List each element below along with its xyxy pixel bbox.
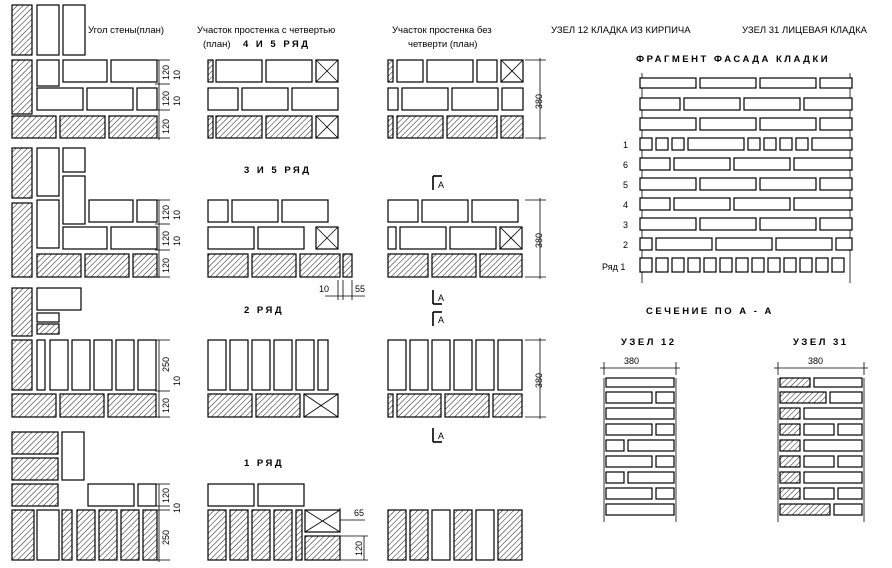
svg-text:А: А: [438, 315, 444, 325]
node12-title: УЗЕЛ 12 КЛАДКА ИЗ КИРПИЧА: [551, 25, 691, 36]
section-node31-title: УЗЕЛ 31: [793, 337, 849, 348]
svg-text:10: 10: [172, 236, 182, 246]
row-label-3-5: 3 И 5 РЯД: [244, 165, 312, 176]
pier-noquarter-dimensions: 380 380 380: [525, 58, 546, 419]
row-label-4-5: 4 И 5 РЯД: [243, 39, 311, 50]
svg-text:3: 3: [623, 220, 628, 230]
svg-text:55: 55: [355, 284, 365, 294]
svg-text:4: 4: [623, 200, 628, 210]
svg-text:10: 10: [172, 96, 182, 106]
svg-text:380: 380: [808, 356, 823, 366]
svg-text:120: 120: [161, 398, 171, 413]
svg-text:120: 120: [161, 65, 171, 80]
section-node12-title: УЗЕЛ 12: [621, 337, 677, 348]
pier-quarter-plans: [207, 59, 353, 561]
svg-text:10: 10: [172, 503, 182, 513]
svg-text:65: 65: [354, 508, 364, 518]
node31-title: УЗЕЛ 31 ЛИЦЕВАЯ КЛАДКА: [742, 25, 868, 36]
svg-text:380: 380: [624, 356, 639, 366]
corner-plan-1: [11, 431, 158, 561]
corner-dimensions: 120 10 120 10 120 120 10 120 10 120 250 …: [155, 59, 182, 562]
svg-text:120: 120: [161, 205, 171, 220]
svg-text:2: 2: [623, 240, 628, 250]
svg-text:5: 5: [623, 180, 628, 190]
corner-plan-3-5: [11, 147, 158, 278]
svg-text:250: 250: [161, 530, 171, 545]
svg-text:1: 1: [623, 140, 628, 150]
facade-title: ФРАГМЕНТ ФАСАДА КЛАДКИ: [636, 54, 830, 65]
svg-text:10: 10: [319, 284, 329, 294]
pier-noquarter-plans: [387, 59, 524, 561]
row-label-1: 1 РЯД: [244, 458, 284, 469]
section-node31: 380: [774, 356, 868, 522]
svg-text:А: А: [438, 431, 444, 441]
svg-text:10: 10: [172, 376, 182, 386]
svg-text:120: 120: [161, 258, 171, 273]
corner-plan-2: [11, 287, 157, 418]
svg-text:120: 120: [354, 541, 364, 556]
pier-quarter-dimensions: 10 55 65 120: [319, 280, 368, 561]
svg-text:380: 380: [534, 94, 544, 109]
section-title: СЕЧЕНИЕ ПО А - А: [646, 306, 774, 317]
svg-text:120: 120: [161, 119, 171, 134]
corner-plan-title: Угол стены(план): [88, 25, 164, 36]
pier-quarter-subtitle: (план): [203, 39, 231, 50]
section-marks: А А А А: [432, 175, 444, 443]
svg-text:А: А: [438, 293, 444, 303]
svg-text:250: 250: [161, 357, 171, 372]
svg-text:380: 380: [534, 373, 544, 388]
section-node12: 380: [600, 356, 680, 522]
svg-text:120: 120: [161, 231, 171, 246]
svg-text:120: 120: [161, 488, 171, 503]
svg-text:10: 10: [172, 210, 182, 220]
svg-text:6: 6: [623, 160, 628, 170]
pier-noquarter-title: Участок простенка без: [392, 25, 492, 36]
facade-fragment: 1 6 5 4 3 2 Ряд 1: [602, 73, 853, 283]
row-label-2: 2 РЯД: [244, 305, 284, 316]
svg-text:10: 10: [172, 70, 182, 80]
svg-text:120: 120: [161, 91, 171, 106]
corner-plan-4-5: [11, 4, 158, 139]
pier-noquarter-subtitle: четверти (план): [408, 39, 477, 50]
svg-text:380: 380: [534, 233, 544, 248]
svg-text:А: А: [438, 180, 444, 190]
headers: Угол стены(план) Участок простенка с чет…: [88, 25, 868, 469]
svg-text:Ряд 1: Ряд 1: [602, 262, 625, 272]
pier-quarter-title: Участок простенка с четвертью: [197, 25, 335, 36]
